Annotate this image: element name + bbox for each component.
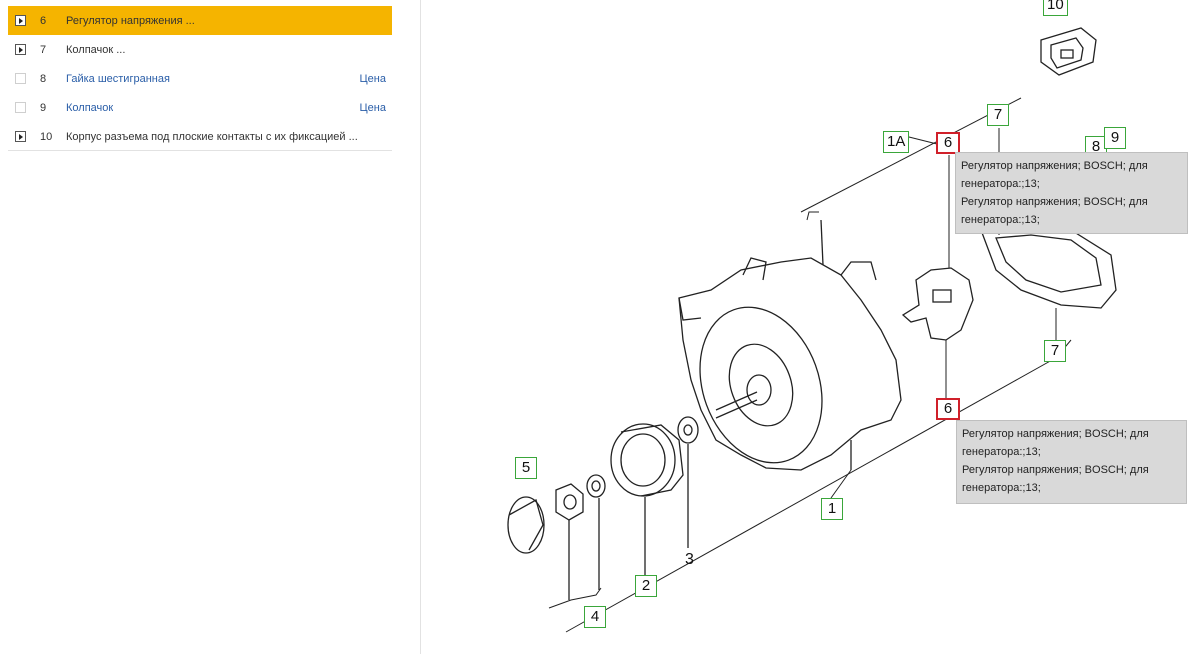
parts-list-panel: 6 Регулятор напряжения ... 7 Колпачок ... 8 Г…: [0, 0, 421, 654]
expand-toggle-icon[interactable]: [15, 15, 26, 26]
part-name[interactable]: Гайка шестигранная: [66, 72, 170, 85]
callout-1a[interactable]: 1A: [883, 131, 910, 153]
tooltip-bottom: Регулятор напряжения; BOSCH; для генерат…: [956, 420, 1187, 504]
callout-7-bottom[interactable]: 7: [1044, 340, 1066, 362]
callout-6-top[interactable]: 6: [936, 132, 960, 154]
part-name: Колпачок ...: [66, 43, 126, 56]
part-number: 7: [40, 43, 47, 56]
price-link[interactable]: Цена: [359, 72, 386, 85]
callout-2[interactable]: 2: [635, 575, 657, 597]
callout-9[interactable]: 9: [1104, 127, 1126, 149]
parts-list-row[interactable]: 6 Регулятор напряжения ...: [8, 6, 392, 35]
parts-list: 6 Регулятор напряжения ... 7 Колпачок ... 8 Г…: [8, 6, 392, 151]
callout-1[interactable]: 1: [821, 498, 843, 520]
part-number: 6: [40, 14, 47, 27]
callout-4[interactable]: 4: [584, 606, 606, 628]
exploded-diagram[interactable]: 10 1A 6 7 8 9 7 6 5 1 2 4 3 Регулятор на…: [421, 0, 1200, 654]
pulley-part: [610, 423, 684, 575]
part-number: 8: [40, 72, 47, 85]
callout-6-bottom[interactable]: 6: [936, 398, 960, 420]
alternator-body-part: [678, 219, 902, 471]
parts-list-row[interactable]: 8 Гайка шестигранная Цена: [8, 64, 392, 93]
callout-5[interactable]: 5: [515, 457, 537, 479]
tooltip-top-line-2: Регулятор напряжения; BOSCH; для генерат…: [961, 196, 1148, 226]
parts-list-divider: [8, 150, 392, 151]
washer-part: [677, 416, 699, 548]
part-name: Корпус разъема под плоские контакты с их…: [66, 130, 358, 143]
tooltip-top-line-1: Регулятор напряжения; BOSCH; для генерат…: [961, 160, 1148, 190]
callout-10[interactable]: 10: [1043, 0, 1068, 16]
connector-housing-part: [1040, 27, 1097, 76]
voltage-regulator-part: [901, 155, 974, 398]
expand-toggle-icon[interactable]: [15, 44, 26, 55]
label-3: 3: [685, 551, 694, 568]
checkbox[interactable]: [15, 102, 26, 113]
nut-washer-cap-parts: [507, 474, 606, 609]
tooltip-bottom-line-1: Регулятор напряжения; BOSCH; для генерат…: [962, 428, 1149, 458]
part-number: 10: [40, 130, 53, 143]
part-name: Регулятор напряжения ...: [66, 14, 195, 27]
tooltip-top: Регулятор напряжения; BOSCH; для генерат…: [955, 152, 1188, 234]
tooltip-bottom-line-2: Регулятор напряжения; BOSCH; для генерат…: [962, 464, 1149, 494]
parts-list-row[interactable]: 10 Корпус разъема под плоские контакты с …: [8, 122, 392, 151]
part-name[interactable]: Колпачок: [66, 101, 114, 114]
parts-list-row[interactable]: 9 Колпачок Цена: [8, 93, 392, 122]
part-number: 9: [40, 101, 47, 114]
alternator-drawing: [507, 27, 1117, 633]
checkbox[interactable]: [15, 73, 26, 84]
expand-toggle-icon[interactable]: [15, 131, 26, 142]
price-link[interactable]: Цена: [359, 101, 386, 114]
parts-list-row[interactable]: 7 Колпачок ...: [8, 35, 392, 64]
callout-7-top[interactable]: 7: [987, 104, 1009, 126]
